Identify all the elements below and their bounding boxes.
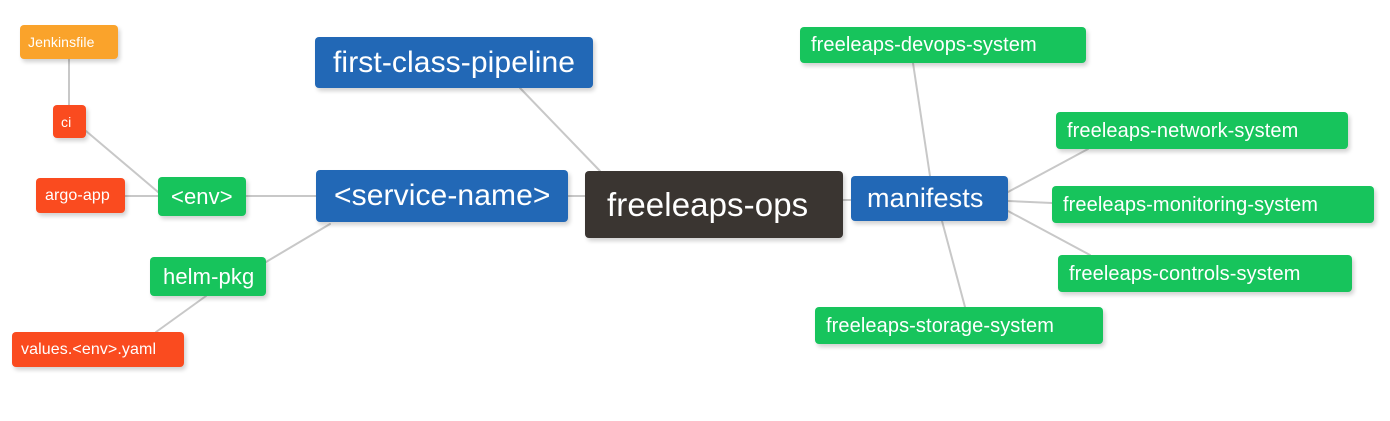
edge-helm-pkg-to-service-name — [265, 223, 331, 263]
node-network-system[interactable]: freeleaps-network-system — [1056, 112, 1348, 149]
node-helm-pkg[interactable]: helm-pkg — [150, 257, 266, 296]
node-first-class-pipeline[interactable]: first-class-pipeline — [315, 37, 593, 88]
node-storage-system[interactable]: freeleaps-storage-system — [815, 307, 1103, 344]
node-monitoring-system[interactable]: freeleaps-monitoring-system — [1052, 186, 1374, 223]
node-label: freeleaps-network-system — [1067, 119, 1299, 142]
node-label: freeleaps-devops-system — [811, 34, 1037, 56]
node-label: freeleaps-monitoring-system — [1063, 193, 1319, 216]
node-service-name[interactable]: <service-name> — [316, 170, 568, 222]
node-argo-app[interactable]: argo-app — [36, 178, 125, 213]
node-values-yaml[interactable]: values.<env>.yaml — [12, 332, 184, 367]
node-ci[interactable]: ci — [53, 105, 86, 138]
node-label: freeleaps-storage-system — [826, 314, 1055, 337]
node-label: argo-app — [45, 186, 110, 204]
node-label: helm-pkg — [163, 263, 255, 289]
edge-manifests-to-storage-system — [941, 220, 966, 308]
node-freeleaps-ops[interactable]: freeleaps-ops — [585, 171, 843, 238]
edge-values-yaml-to-helm-pkg — [155, 295, 207, 333]
node-label: freeleaps-ops — [607, 186, 809, 223]
node-label: first-class-pipeline — [333, 45, 576, 79]
node-label: manifests — [867, 183, 984, 213]
node-label: ci — [61, 113, 72, 130]
edge-first-class-pipeline-to-freeleaps-ops — [519, 87, 601, 172]
edge-manifests-to-devops-system — [912, 62, 931, 177]
node-env[interactable]: <env> — [158, 177, 246, 216]
node-label: freeleaps-controls-system — [1069, 262, 1301, 285]
node-jenkinsfile[interactable]: Jenkinsfile — [20, 25, 118, 59]
node-manifests[interactable]: manifests — [851, 176, 1008, 221]
edge-manifests-to-monitoring-system — [1007, 200, 1053, 204]
node-label: Jenkinsfile — [28, 34, 95, 50]
node-devops-system[interactable]: freeleaps-devops-system — [800, 27, 1086, 63]
node-controls-system[interactable]: freeleaps-controls-system — [1058, 255, 1352, 292]
node-label: <env> — [171, 183, 233, 209]
node-label: <service-name> — [334, 179, 551, 212]
node-label: values.<env>.yaml — [21, 340, 157, 358]
